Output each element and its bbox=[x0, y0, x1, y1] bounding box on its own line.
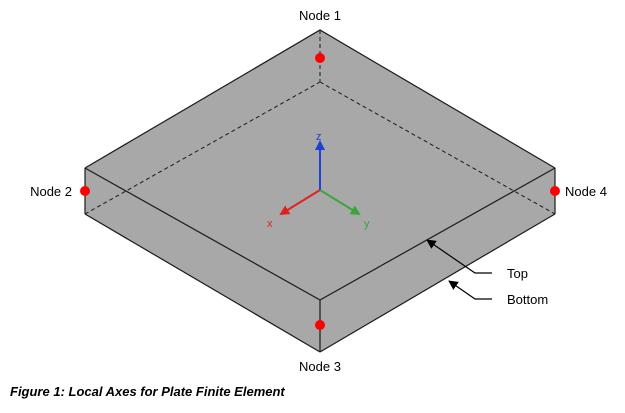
x-axis-label: x bbox=[267, 218, 273, 230]
z-axis-label: z bbox=[316, 131, 322, 143]
top-callout-label: Top bbox=[507, 266, 528, 281]
plate-left-side-face bbox=[85, 168, 320, 352]
node-3-marker bbox=[315, 320, 325, 330]
top-callout-leader bbox=[426, 239, 492, 274]
node-4-label: Node 4 bbox=[565, 184, 607, 199]
y-axis-label: y bbox=[364, 218, 370, 230]
hidden-edges bbox=[84, 30, 556, 215]
node-2-marker bbox=[80, 186, 90, 196]
node-markers bbox=[80, 53, 560, 330]
node-4-marker bbox=[550, 186, 560, 196]
local-axes: z x y bbox=[267, 131, 370, 230]
node-1-marker bbox=[315, 53, 325, 63]
node-3-label: Node 3 bbox=[299, 359, 341, 374]
x-axis-arrow bbox=[279, 189, 321, 216]
y-axis-arrow bbox=[319, 189, 361, 216]
node-2-label: Node 2 bbox=[30, 184, 72, 199]
node-1-label: Node 1 bbox=[299, 8, 341, 23]
plate-right-side-face bbox=[320, 168, 555, 352]
bottom-callout-label: Bottom bbox=[507, 292, 548, 307]
bottom-callout-leader bbox=[448, 280, 492, 300]
figure-caption: Figure 1: Local Axes for Plate Finite El… bbox=[10, 384, 285, 399]
